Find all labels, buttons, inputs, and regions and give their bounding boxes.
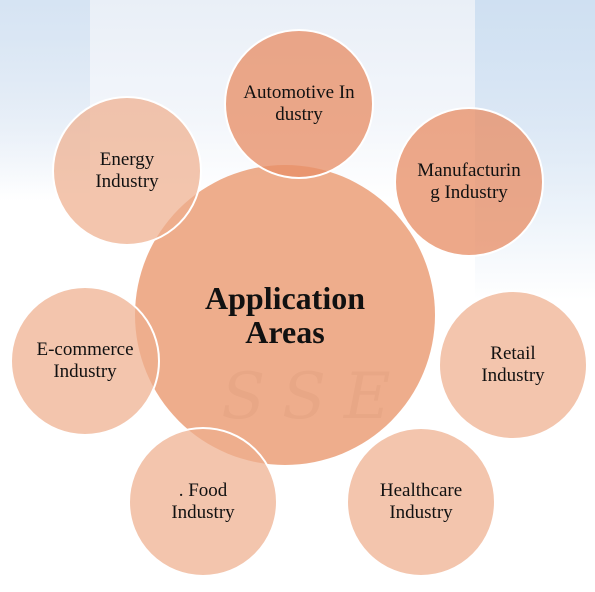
satellite-ecommerce-industry: E-commerce Industry: [10, 286, 160, 436]
center-label: Application Areas: [204, 280, 366, 350]
satellite-label: E-commerce Industry: [36, 339, 134, 382]
satellite-healthcare-industry: Healthcare Industry: [346, 427, 496, 577]
satellite-manufacturing-industry: Manufacturing Industry: [394, 107, 544, 257]
satellite-retail-industry: Retail Industry: [438, 290, 588, 440]
satellite-label: Automotive Industry: [243, 82, 355, 125]
satellite-energy-industry: Energy Industry: [52, 96, 202, 246]
satellite-automotive-industry: Automotive Industry: [224, 29, 374, 179]
satellite-label: . Food Industry: [171, 480, 235, 523]
satellite-label: Energy Industry: [95, 149, 159, 192]
satellite-label: Manufacturing Industry: [417, 160, 521, 203]
satellite-label: Retail Industry: [481, 343, 545, 386]
satellite-food-industry: . Food Industry: [128, 427, 278, 577]
satellite-label: Healthcare Industry: [379, 480, 463, 523]
